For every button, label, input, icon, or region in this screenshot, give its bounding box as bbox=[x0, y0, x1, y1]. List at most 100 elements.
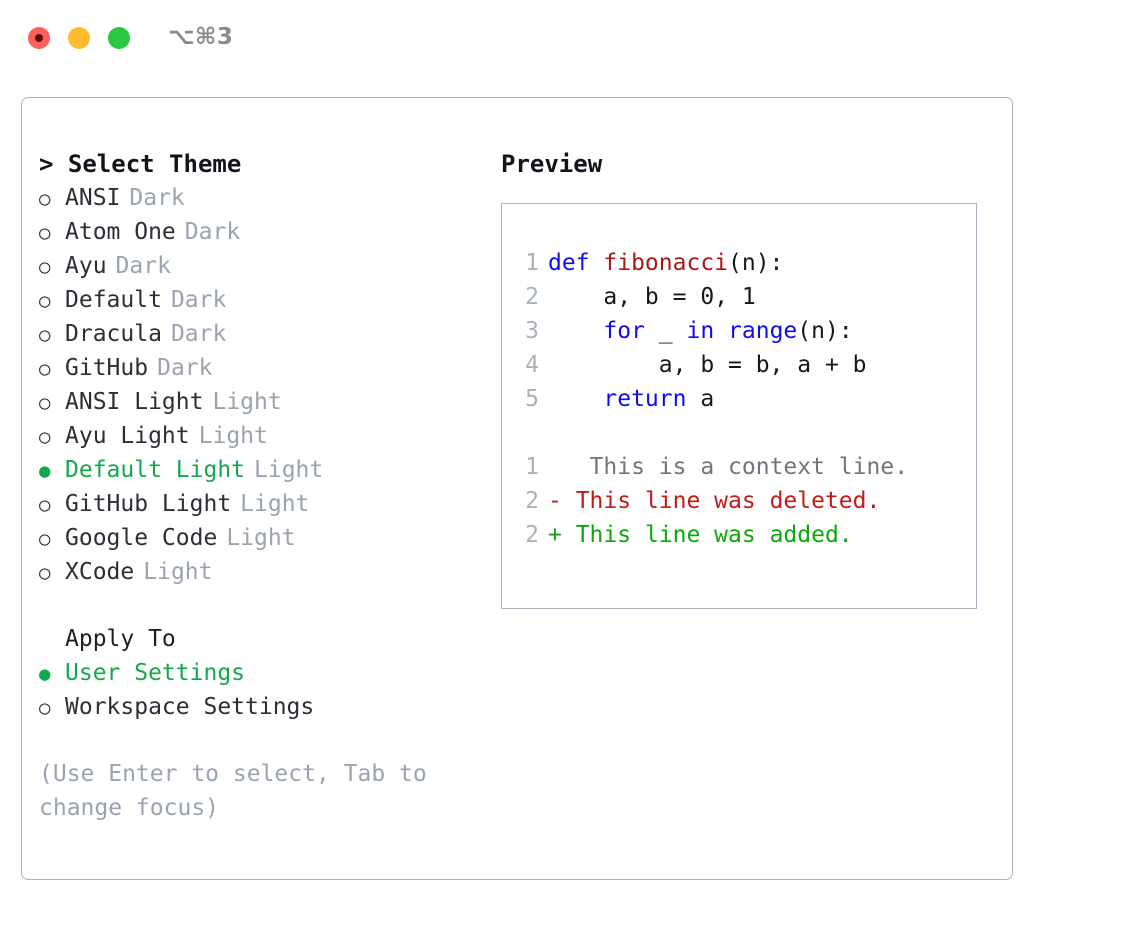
theme-list-item[interactable]: ○ Ayu Dark bbox=[39, 249, 489, 283]
traffic-light-group bbox=[28, 27, 130, 49]
theme-name-label: ANSI Light bbox=[65, 389, 204, 415]
diff-text: This is a context line. bbox=[561, 454, 909, 480]
theme-list-item[interactable]: ○ Google Code Light bbox=[39, 521, 489, 555]
code-line-number: 2 bbox=[525, 522, 539, 548]
diff-marker bbox=[548, 454, 562, 480]
code-line-number: 1 bbox=[525, 250, 539, 276]
theme-category-label: Dark bbox=[115, 253, 171, 279]
theme-category-label: Dark bbox=[157, 355, 213, 381]
radio-unselected-icon: ○ bbox=[39, 358, 51, 380]
radio-unselected-icon: ○ bbox=[39, 562, 51, 584]
apply-to-section: Apply To ● User Settings ○ Workspace Settin… bbox=[39, 622, 489, 724]
theme-list-header: > Select Theme bbox=[39, 150, 242, 178]
code-line: 3 for _ in range(n): bbox=[513, 314, 908, 348]
code-line: 5 return a bbox=[513, 382, 908, 416]
radio-unselected-icon: ○ bbox=[39, 494, 51, 516]
minimize-window-button[interactable] bbox=[68, 27, 90, 49]
theme-name-label: GitHub bbox=[65, 355, 149, 381]
apply-to-label: Workspace Settings bbox=[65, 694, 315, 720]
theme-name-label: Default Light bbox=[65, 457, 246, 483]
code-token: return bbox=[603, 386, 687, 412]
radio-unselected-icon: ○ bbox=[39, 188, 51, 210]
radio-unselected-icon: ○ bbox=[39, 528, 51, 550]
theme-name-label: Atom One bbox=[65, 219, 176, 245]
code-line-number: 5 bbox=[525, 386, 539, 412]
apply-to-item[interactable]: ○ Workspace Settings bbox=[39, 690, 489, 724]
code-line-number: 2 bbox=[525, 284, 539, 310]
close-window-button[interactable] bbox=[28, 27, 50, 49]
theme-list-item[interactable]: ○ XCode Light bbox=[39, 555, 489, 589]
diff-text: This line was added. bbox=[561, 522, 853, 548]
theme-list-item[interactable]: ○ GitHub Light Light bbox=[39, 487, 489, 521]
theme-name-label: Ayu Light bbox=[65, 423, 190, 449]
apply-to-label: User Settings bbox=[65, 660, 246, 686]
apply-to-item[interactable]: ● User Settings bbox=[39, 656, 489, 690]
code-line: 4 a, b = b, a + b bbox=[513, 348, 908, 382]
title-bar: ⌥⌘3 bbox=[0, 0, 1140, 76]
keyboard-shortcut-label: ⌥⌘3 bbox=[168, 24, 234, 50]
preview-title: Preview bbox=[501, 150, 603, 178]
diff-line: 1 This is a context line. bbox=[513, 450, 908, 484]
theme-category-label: Dark bbox=[184, 219, 241, 245]
radio-unselected-icon: ○ bbox=[39, 324, 51, 346]
code-line: 2 a, b = 0, 1 bbox=[513, 280, 908, 314]
code-token: _ bbox=[644, 318, 687, 344]
theme-category-label: Light bbox=[143, 559, 213, 585]
theme-category-label: Light bbox=[212, 389, 282, 415]
diff-line: 2 + This line was added. bbox=[513, 518, 908, 552]
theme-category-label: Light bbox=[226, 525, 296, 551]
code-token: (n): bbox=[797, 318, 853, 344]
code-token bbox=[548, 386, 603, 412]
theme-name-label: Ayu bbox=[65, 253, 107, 279]
radio-selected-icon: ● bbox=[39, 663, 51, 685]
theme-list-item[interactable]: ○ ANSI Dark bbox=[39, 181, 489, 215]
code-line-number: 3 bbox=[525, 318, 539, 344]
radio-unselected-icon: ○ bbox=[39, 426, 51, 448]
theme-list-item[interactable]: ○ GitHub Dark bbox=[39, 351, 489, 385]
radio-unselected-icon: ○ bbox=[39, 222, 51, 244]
theme-name-label: Google Code bbox=[65, 525, 218, 551]
theme-category-label: Dark bbox=[170, 321, 227, 347]
diff-marker: + bbox=[548, 522, 562, 548]
theme-name-label: GitHub Light bbox=[65, 491, 232, 517]
code-line-number: 4 bbox=[525, 352, 539, 378]
theme-category-label: Dark bbox=[129, 185, 185, 211]
theme-category-label: Light bbox=[254, 457, 324, 483]
diff-marker: - bbox=[548, 488, 562, 514]
code-token bbox=[548, 318, 603, 344]
radio-unselected-icon: ○ bbox=[39, 392, 51, 414]
theme-list-item[interactable]: ○ Dracula Dark bbox=[39, 317, 489, 351]
code-token: for bbox=[603, 318, 645, 344]
theme-name-label: XCode bbox=[65, 559, 135, 585]
code-line-number: 2 bbox=[525, 488, 539, 514]
theme-name-label: Dracula bbox=[65, 321, 162, 347]
apply-to-list[interactable]: ● User Settings ○ Workspace Settings bbox=[39, 656, 489, 724]
theme-list-item[interactable]: ○ Atom One Dark bbox=[39, 215, 489, 249]
radio-unselected-icon: ○ bbox=[39, 256, 51, 278]
radio-unselected-icon: ○ bbox=[39, 290, 51, 312]
theme-list-item[interactable]: ○ ANSI Light Light bbox=[39, 385, 489, 419]
radio-unselected-icon: ○ bbox=[39, 697, 51, 719]
code-token bbox=[714, 318, 728, 344]
theme-name-label: ANSI bbox=[65, 185, 121, 211]
code-token: a bbox=[686, 386, 715, 412]
code-token: a, b = b, a + b bbox=[548, 352, 867, 378]
code-token: (n): bbox=[728, 250, 784, 276]
code-line-number: 1 bbox=[525, 454, 539, 480]
apply-to-title: Apply To bbox=[65, 626, 176, 652]
code-token: in bbox=[686, 318, 715, 344]
maximize-window-button[interactable] bbox=[108, 27, 130, 49]
theme-category-label: Light bbox=[240, 491, 310, 517]
code-token: a, b = 0, 1 bbox=[548, 284, 756, 310]
keyboard-hint-text: (Use Enter to select, Tab to change focu… bbox=[39, 761, 441, 821]
